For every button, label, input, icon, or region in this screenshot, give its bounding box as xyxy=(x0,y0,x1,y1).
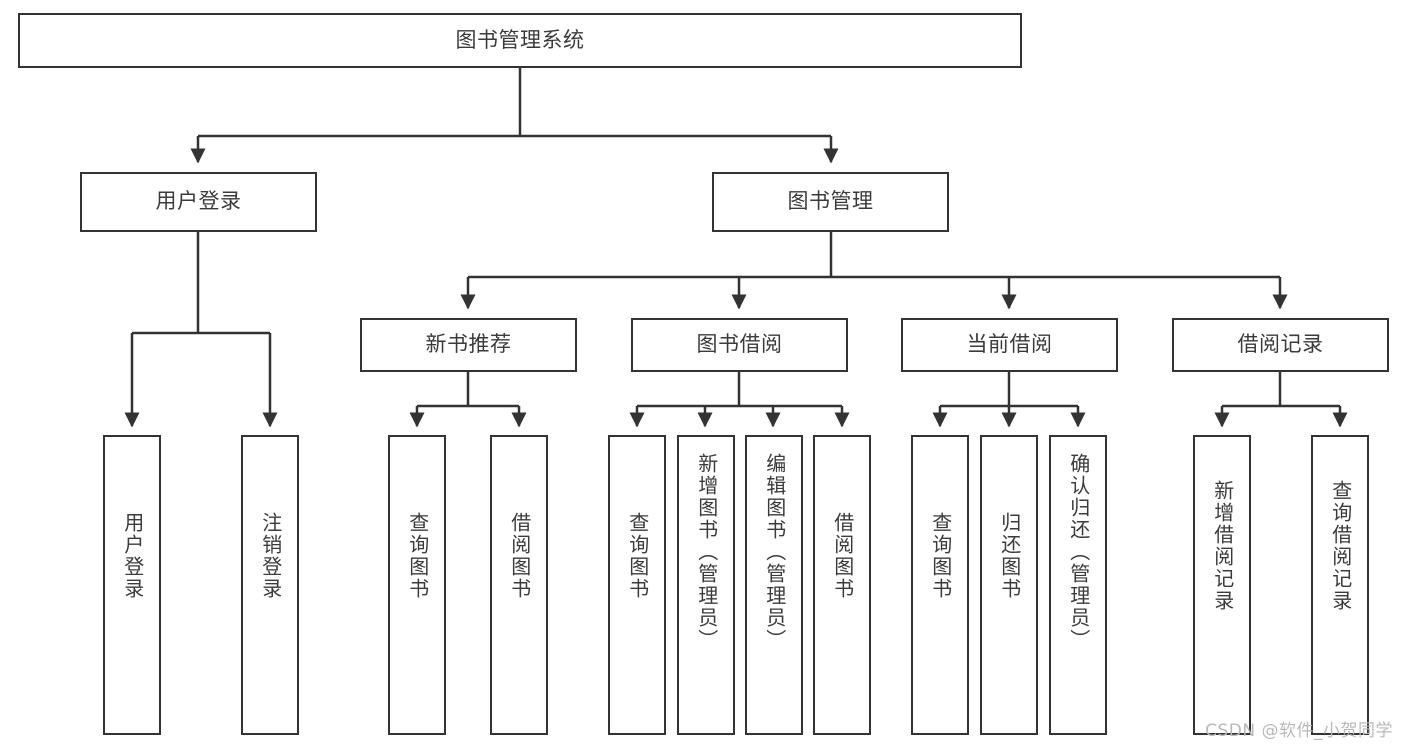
node-label: 查询借阅记录 xyxy=(1328,480,1353,612)
node-label: 编辑图书（管理员） xyxy=(762,453,787,651)
leaf-book-borrow-3[interactable]: 借阅图书 xyxy=(813,435,871,735)
node-label: 用户登录 xyxy=(155,189,242,214)
leaf-book-borrow-0[interactable]: 查询图书 xyxy=(608,435,666,735)
node-label: 图书借阅 xyxy=(696,332,783,357)
leaf-new-book-recommend-0[interactable]: 查询图书 xyxy=(388,435,446,735)
leaf-book-borrow-2[interactable]: 编辑图书（管理员） xyxy=(745,435,803,735)
node-root-book-management-system[interactable]: 图书管理系统 xyxy=(18,13,1022,68)
node-label: 图书管理 xyxy=(787,189,874,214)
node-label: 借阅图书 xyxy=(830,512,855,600)
node-label: 查询图书 xyxy=(928,512,953,600)
leaf-new-book-recommend-1[interactable]: 借阅图书 xyxy=(490,435,548,735)
node-borrow-record[interactable]: 借阅记录 xyxy=(1172,318,1389,372)
node-book-management[interactable]: 图书管理 xyxy=(712,172,949,232)
node-label: 查询图书 xyxy=(625,512,650,600)
node-new-book-recommend[interactable]: 新书推荐 xyxy=(360,318,577,372)
node-label: 图书管理系统 xyxy=(455,27,585,52)
node-user-login[interactable]: 用户登录 xyxy=(80,172,317,232)
node-label: 新增借阅记录 xyxy=(1210,480,1235,612)
node-current-borrow[interactable]: 当前借阅 xyxy=(901,318,1118,372)
csdn-watermark: CSDN @软件_小贺同学 xyxy=(1205,721,1393,741)
leaf-current-borrow-0[interactable]: 查询图书 xyxy=(911,435,969,735)
leaf-user-login-1[interactable]: 注销登录 xyxy=(241,435,299,735)
leaf-user-login-0[interactable]: 用户登录 xyxy=(103,435,161,735)
leaf-current-borrow-1[interactable]: 归还图书 xyxy=(980,435,1038,735)
leaf-borrow-record-1[interactable]: 查询借阅记录 xyxy=(1311,435,1369,735)
node-label: 借阅图书 xyxy=(507,512,532,600)
leaf-book-borrow-1[interactable]: 新增图书（管理员） xyxy=(677,435,735,735)
node-label: 归还图书 xyxy=(997,512,1022,600)
node-label: 新书推荐 xyxy=(425,332,512,357)
node-label: 新增图书（管理员） xyxy=(694,453,719,651)
node-label: 查询图书 xyxy=(405,512,430,600)
leaf-borrow-record-0[interactable]: 新增借阅记录 xyxy=(1193,435,1251,735)
node-label: 用户登录 xyxy=(120,512,145,600)
node-label: 确认归还（管理员） xyxy=(1066,453,1091,651)
leaf-current-borrow-2[interactable]: 确认归还（管理员） xyxy=(1049,435,1107,735)
node-label: 借阅记录 xyxy=(1237,332,1324,357)
node-book-borrow[interactable]: 图书借阅 xyxy=(631,318,848,372)
node-label: 注销登录 xyxy=(258,512,283,600)
node-label: 当前借阅 xyxy=(966,332,1053,357)
